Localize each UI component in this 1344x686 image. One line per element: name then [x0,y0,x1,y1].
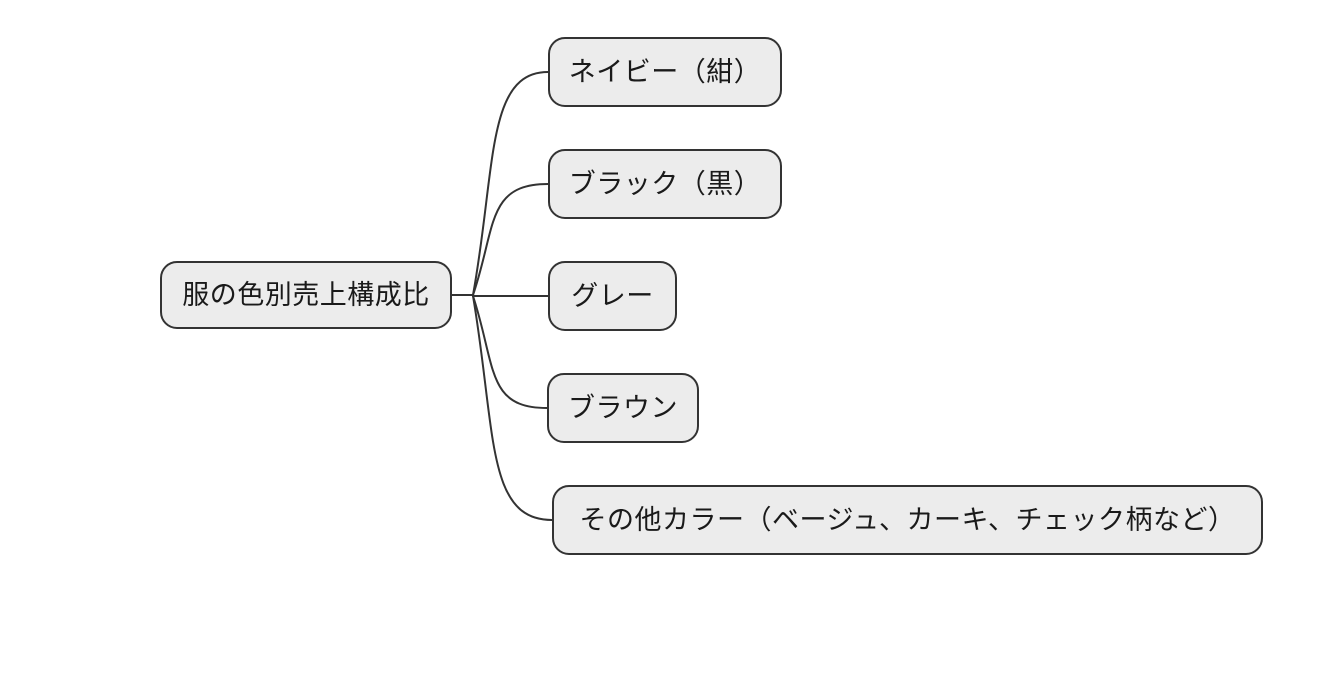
mindmap-node-black: ブラック（黒） [548,149,782,219]
edge-root-to-child-1 [472,183,549,296]
mindmap-node-black-label: ブラック（黒） [568,168,762,200]
edge-root-to-child-3 [472,295,548,409]
mindmap-node-other-colors: その他カラー（ベージュ、カーキ、チェック柄など） [552,485,1263,555]
mindmap-node-root: 服の色別売上構成比 [160,261,452,329]
mindmap-node-brown-label: ブラウン [568,392,678,424]
edge-root-to-child-0 [472,71,549,296]
mindmap-node-other-colors-label: その他カラー（ベージュ、カーキ、チェック柄など） [579,504,1236,536]
edge-root-to-child-4 [472,295,553,521]
mindmap-node-root-label: 服の色別売上構成比 [182,279,430,311]
mindmap-node-gray: グレー [548,261,677,331]
mindmap-node-brown: ブラウン [547,373,699,443]
mindmap-node-navy-label: ネイビー（紺） [568,56,762,88]
mindmap-node-gray-label: グレー [571,280,654,312]
mindmap-node-navy: ネイビー（紺） [548,37,782,107]
